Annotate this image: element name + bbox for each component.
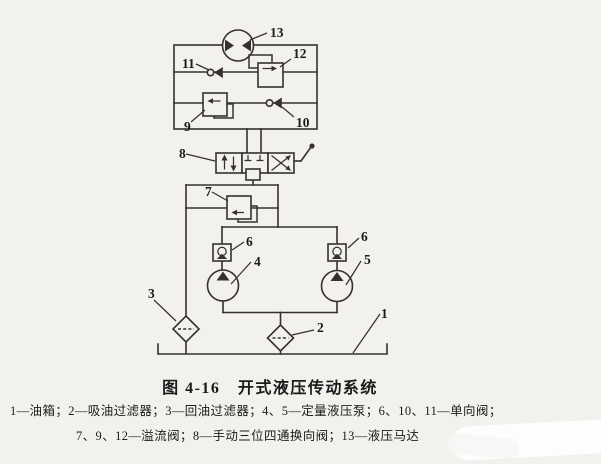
svg-text:5: 5 (364, 252, 371, 267)
hydraulic-motor-symbol (221, 29, 255, 62)
callout-2: 2 (291, 320, 324, 336)
callout-4: 4 (230, 254, 261, 285)
svg-text:8: 8 (179, 146, 186, 161)
svg-text:12: 12 (293, 46, 307, 61)
callout-1: 1 (352, 306, 388, 354)
svg-text:7: 7 (205, 184, 212, 199)
directional-valve-8-symbol (215, 143, 315, 181)
callout-11: 11 (182, 56, 210, 71)
figure-legend-line2: 7、9、12—溢流阀；8—手动三位四通换向阀；13—液压马达 (76, 429, 420, 443)
relief-valve-9-symbol (202, 92, 234, 119)
pump-5-symbol (320, 269, 354, 303)
svg-text:2: 2 (317, 320, 324, 335)
svg-text:11: 11 (182, 56, 195, 71)
figure-legend-line1: 1—油箱；2—吸油过滤器；3—回油过滤器；4、5—定量液压泵；6、10、11—单… (10, 404, 502, 418)
svg-text:9: 9 (184, 119, 191, 134)
callout-9: 9 (184, 109, 206, 134)
pump-4-symbol (206, 269, 240, 302)
callout-8: 8 (179, 146, 216, 162)
svg-text:3: 3 (148, 286, 155, 301)
oil-tank-symbol (157, 343, 388, 355)
return-filter-symbol (171, 314, 201, 344)
svg-text:6: 6 (246, 234, 253, 249)
callout-7: 7 (205, 184, 229, 202)
svg-text:4: 4 (254, 254, 261, 269)
suction-filter-symbol (266, 323, 295, 353)
callout-5: 5 (345, 252, 371, 286)
callout-13: 13 (249, 25, 284, 41)
callout-10: 10 (281, 106, 310, 130)
callout-3: 3 (148, 286, 177, 322)
callout-6-left: 6 (231, 234, 253, 251)
svg-text:10: 10 (296, 115, 310, 130)
svg-text:1: 1 (381, 306, 388, 321)
check-valve-10-symbol (265, 97, 282, 109)
relief-valve-12-symbol (248, 54, 284, 88)
svg-text:13: 13 (270, 25, 284, 40)
callout-6-right: 6 (347, 229, 368, 249)
lever-icon (293, 143, 315, 163)
svg-text:6: 6 (361, 229, 368, 244)
figure-caption: 图 4-16 开式液压传动系统 (162, 380, 378, 397)
callout-12: 12 (279, 46, 307, 68)
check-valve-11-symbol (206, 67, 223, 78)
check-valve-6-right-symbol (327, 243, 347, 262)
pipe-lines (173, 44, 338, 355)
check-valve-6-left-symbol (212, 243, 232, 262)
relief-valve-7-symbol (226, 195, 258, 223)
callout-labels: 13 11 12 9 10 8 7 6 (148, 25, 388, 354)
